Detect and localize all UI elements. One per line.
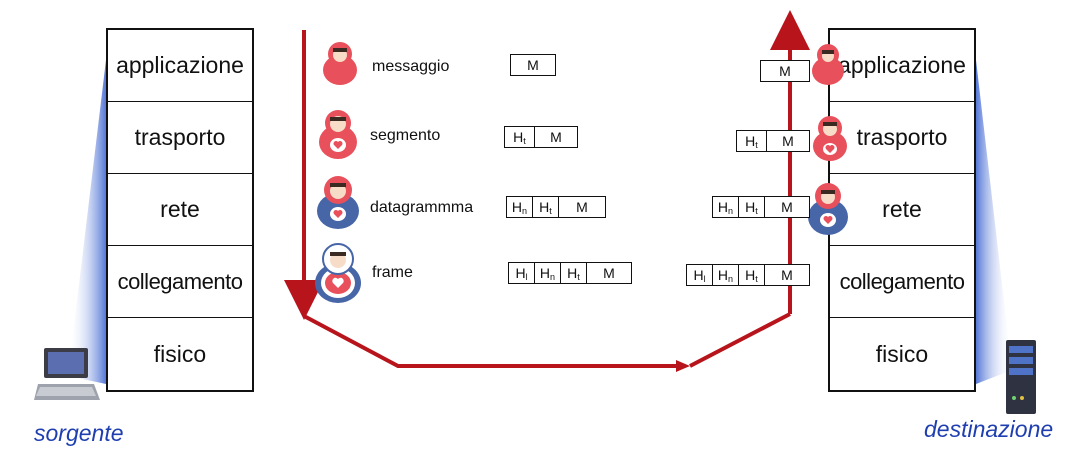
server-icon <box>1006 340 1036 414</box>
destination-layer-transport: trasporto <box>830 102 974 174</box>
unit-label-frame: frame <box>372 264 413 281</box>
payload-cell: M <box>781 267 793 283</box>
nesting-doll-icon <box>315 243 361 303</box>
nesting-doll-icon <box>319 110 357 159</box>
packet-message: M <box>510 54 556 76</box>
nesting-doll-icon <box>317 176 359 229</box>
destination-layer-application: applicazione <box>830 30 974 102</box>
packet-message-received: M <box>760 60 810 82</box>
payload-cell: M <box>576 199 588 215</box>
payload-cell: M <box>781 199 793 215</box>
destination-shading <box>976 60 1012 384</box>
destination-layer-physical: fisico <box>875 340 929 367</box>
network-path <box>303 314 684 368</box>
unit-label-message: messaggio <box>372 58 450 75</box>
laptop-icon <box>34 348 100 400</box>
source-layer-transport: trasporto <box>108 102 252 174</box>
source-stack: applicazione trasporto rete collegamento… <box>106 28 254 392</box>
unit-label-segment: segmento <box>370 127 441 144</box>
nesting-doll-icon <box>813 116 847 161</box>
nesting-doll-icon <box>812 44 844 85</box>
source-layer-physical: fisico <box>153 340 207 367</box>
nesting-doll-icon <box>808 183 848 235</box>
source-caption: sorgente <box>34 420 124 446</box>
destination-layer-network: rete <box>830 174 974 246</box>
payload-cell: M <box>779 63 791 79</box>
source-shading <box>68 60 106 384</box>
payload-cell: M <box>782 133 794 149</box>
source-layer-application: applicazione <box>108 30 252 102</box>
payload-cell: M <box>603 265 615 281</box>
source-layer-network: rete <box>108 174 252 246</box>
payload-cell: M <box>550 129 562 145</box>
unit-label-datagram: datagrammma <box>370 199 474 216</box>
nesting-doll-icon <box>323 42 357 85</box>
source-layer-link: collegamento <box>108 246 252 318</box>
payload-cell: M <box>527 57 539 73</box>
destination-stack: applicazione trasporto rete collegamento… <box>828 28 976 392</box>
destination-layer-link: collegamento <box>830 246 974 318</box>
destination-caption: destinazione <box>924 416 1054 442</box>
